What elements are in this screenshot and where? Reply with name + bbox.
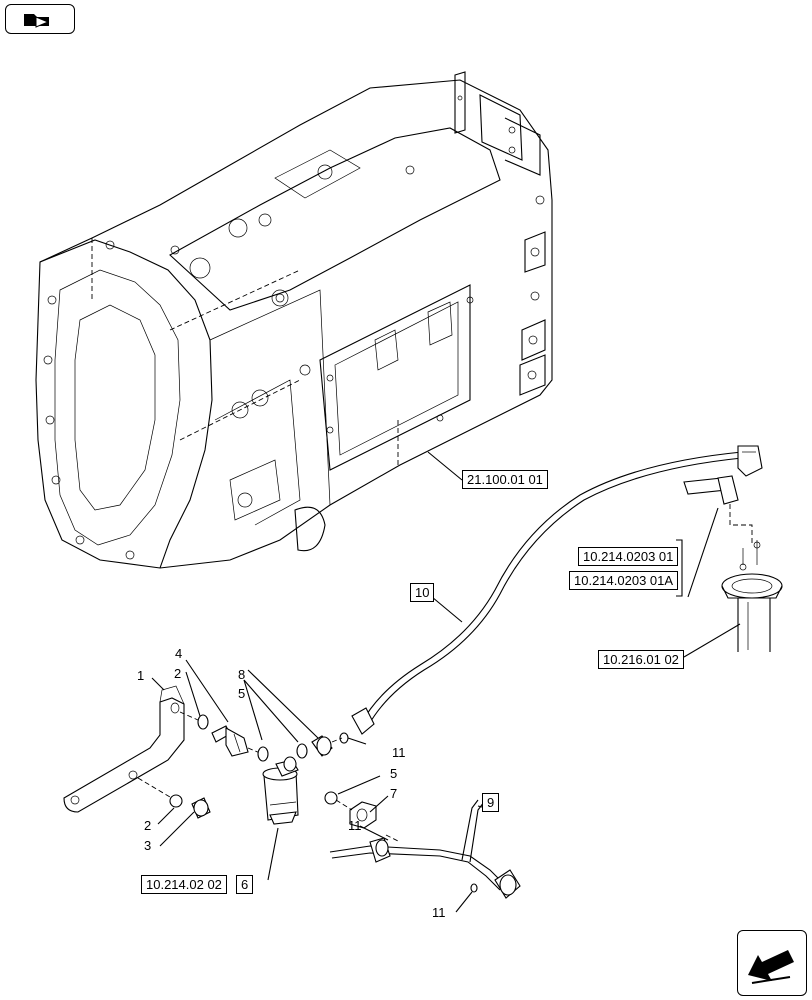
callout-11-middle: 11: [348, 818, 362, 833]
callout-2-lower: 2: [144, 818, 151, 833]
leader-10-214-0203: [687, 507, 719, 598]
next-nav-button[interactable]: [737, 930, 807, 996]
washer-part-2-upper: [197, 714, 209, 730]
callout-11-upper: 11: [392, 745, 406, 760]
filter-part-6: [262, 756, 299, 825]
ref-part-9[interactable]: 9: [482, 793, 500, 812]
tube-assembly-10: [351, 445, 763, 735]
bracket-10-214-0203: [676, 539, 683, 597]
leader-10: [431, 596, 463, 623]
ref-10-214-0203-01[interactable]: 10.214.0203 01: [578, 547, 679, 566]
fitting-part-8: [311, 735, 333, 757]
callout-5-lower: 5: [390, 766, 397, 781]
callout-11-lower: 11: [432, 905, 446, 920]
ref-10-216-01-02[interactable]: 10.216.01 02: [598, 650, 684, 669]
fuel-sender: [683, 475, 783, 652]
callout-8: 8: [238, 667, 245, 682]
pipe-assembly-9: [329, 799, 521, 899]
callout-7: 7: [390, 786, 397, 801]
nut-part-7: [349, 801, 377, 829]
bolt-part-3: [191, 797, 211, 819]
folder-arrow-icon: [24, 14, 50, 28]
callout-1: 1: [137, 668, 144, 683]
adapter-part-4: [211, 725, 249, 757]
callout-numbers: 1 2 4 8 5 11 5 7 11 2 3 11: [137, 646, 446, 920]
previous-nav-button[interactable]: [5, 4, 75, 34]
ref-part-6[interactable]: 6: [236, 875, 254, 894]
washer-part-2-lower: [169, 794, 183, 808]
washer-part-5-right: [296, 743, 308, 759]
transmission-housing: [35, 71, 553, 569]
ref-part-10[interactable]: 10: [410, 583, 435, 602]
ref-21-100-01-01[interactable]: 21.100.01 01: [462, 470, 548, 489]
callout-leaders: [151, 659, 487, 913]
bracket-part-1: [63, 685, 185, 813]
washer-part-5-lower: [324, 791, 338, 805]
next-page-arrow-icon: [748, 950, 794, 984]
washer-part-5-left: [257, 746, 269, 762]
callout-4: 4: [175, 646, 182, 661]
ref-10-214-0203-01a[interactable]: 10.214.0203 01A: [569, 571, 679, 590]
callout-3: 3: [144, 838, 151, 853]
callout-2-upper: 2: [174, 666, 181, 681]
leader-21-100: [427, 451, 463, 481]
leader-10-216: [683, 623, 741, 658]
callout-5-upper: 5: [238, 686, 245, 701]
ref-10-214-02-02[interactable]: 10.214.02 02: [141, 875, 227, 894]
